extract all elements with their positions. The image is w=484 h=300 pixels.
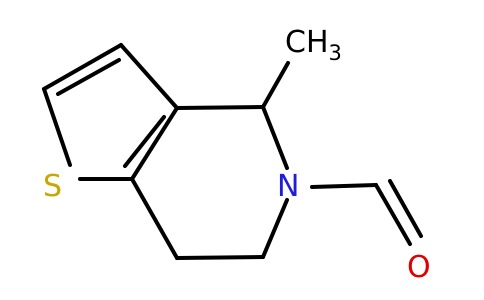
- bond-c3-c3a: [119, 43, 179, 110]
- bond-c7-c7a: [130, 177, 179, 260]
- atom-oxygen-label: O: [407, 250, 431, 285]
- atom-nitrogen-label: N: [277, 169, 299, 204]
- bond-s-c2: [42, 87, 72, 167]
- bond-c4-n: [261, 105, 289, 170]
- bond-c3a-c7a: [130, 106, 179, 181]
- methyl-subscript: 3: [329, 41, 342, 65]
- bond-c2-c3-double: [56, 58, 121, 96]
- methyl-symbol: CH: [285, 25, 329, 60]
- atom-sulfur-label: S: [43, 169, 62, 204]
- bond-c2-c3: [42, 43, 123, 91]
- bond-c6-c7: [175, 255, 265, 260]
- bond-n-c6: [261, 198, 289, 259]
- bond-c-o: [374, 183, 412, 246]
- methyl-group-label: CH3: [285, 25, 342, 65]
- bond-c3a-c4: [175, 105, 265, 110]
- bond-n-cho: [310, 183, 378, 189]
- bond-c4-methyl: [261, 61, 290, 109]
- bond-c3a-c7a-double: [123, 115, 166, 168]
- bond-c-o-double: [388, 179, 423, 238]
